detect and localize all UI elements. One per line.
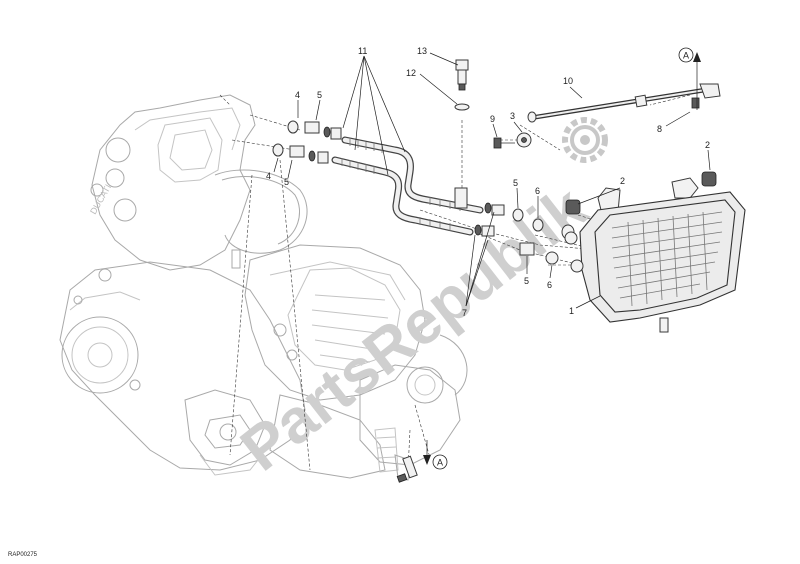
reference-marker-bottom: A	[432, 454, 448, 470]
gear-icon	[562, 117, 608, 163]
rubber-grommets	[565, 171, 717, 215]
callout-5-lower: 5	[284, 177, 289, 187]
callout-5-upper: 5	[317, 90, 322, 100]
callout-labels: 11 13 12 10 4 5 9 3 8 2 2 4 5 5 6 5 6 7 …	[266, 46, 710, 318]
callout-5-right-lower: 5	[524, 276, 529, 286]
callout-3: 3	[510, 111, 515, 121]
callout-6-lower: 6	[547, 280, 552, 290]
callout-2-right: 2	[705, 140, 710, 150]
cooler-fins	[611, 211, 723, 307]
callout-10: 10	[563, 76, 573, 86]
callout-13: 13	[417, 46, 427, 56]
cooler-bracket	[527, 83, 721, 123]
leader-lines	[273, 52, 711, 465]
callout-8: 8	[657, 124, 662, 134]
oil-cooler	[564, 177, 746, 333]
callout-5-right-upper: 5	[513, 178, 518, 188]
svg-text:A: A	[683, 51, 689, 61]
callout-11: 11	[358, 46, 367, 56]
watermark: PartsRepublik	[229, 117, 608, 484]
drawing-code: RAP00275	[8, 552, 38, 558]
svg-text:A: A	[437, 458, 443, 468]
fittings-left	[272, 120, 342, 164]
callout-7: 7	[462, 308, 467, 318]
callout-4-lower: 4	[266, 171, 271, 181]
assembly-lines	[219, 94, 691, 471]
callout-6-upper: 6	[535, 186, 540, 196]
callout-9: 9	[490, 114, 495, 124]
callout-2-left: 2	[620, 176, 625, 186]
reference-marker-top: A	[678, 47, 694, 63]
oil-temperature-sensor	[454, 59, 470, 111]
screw-and-spacer	[493, 132, 532, 149]
callout-1: 1	[569, 306, 574, 316]
oil-hoses	[331, 136, 484, 236]
lower-fitting	[396, 455, 418, 483]
callout-4-upper: 4	[295, 90, 300, 100]
callout-12: 12	[406, 68, 416, 78]
